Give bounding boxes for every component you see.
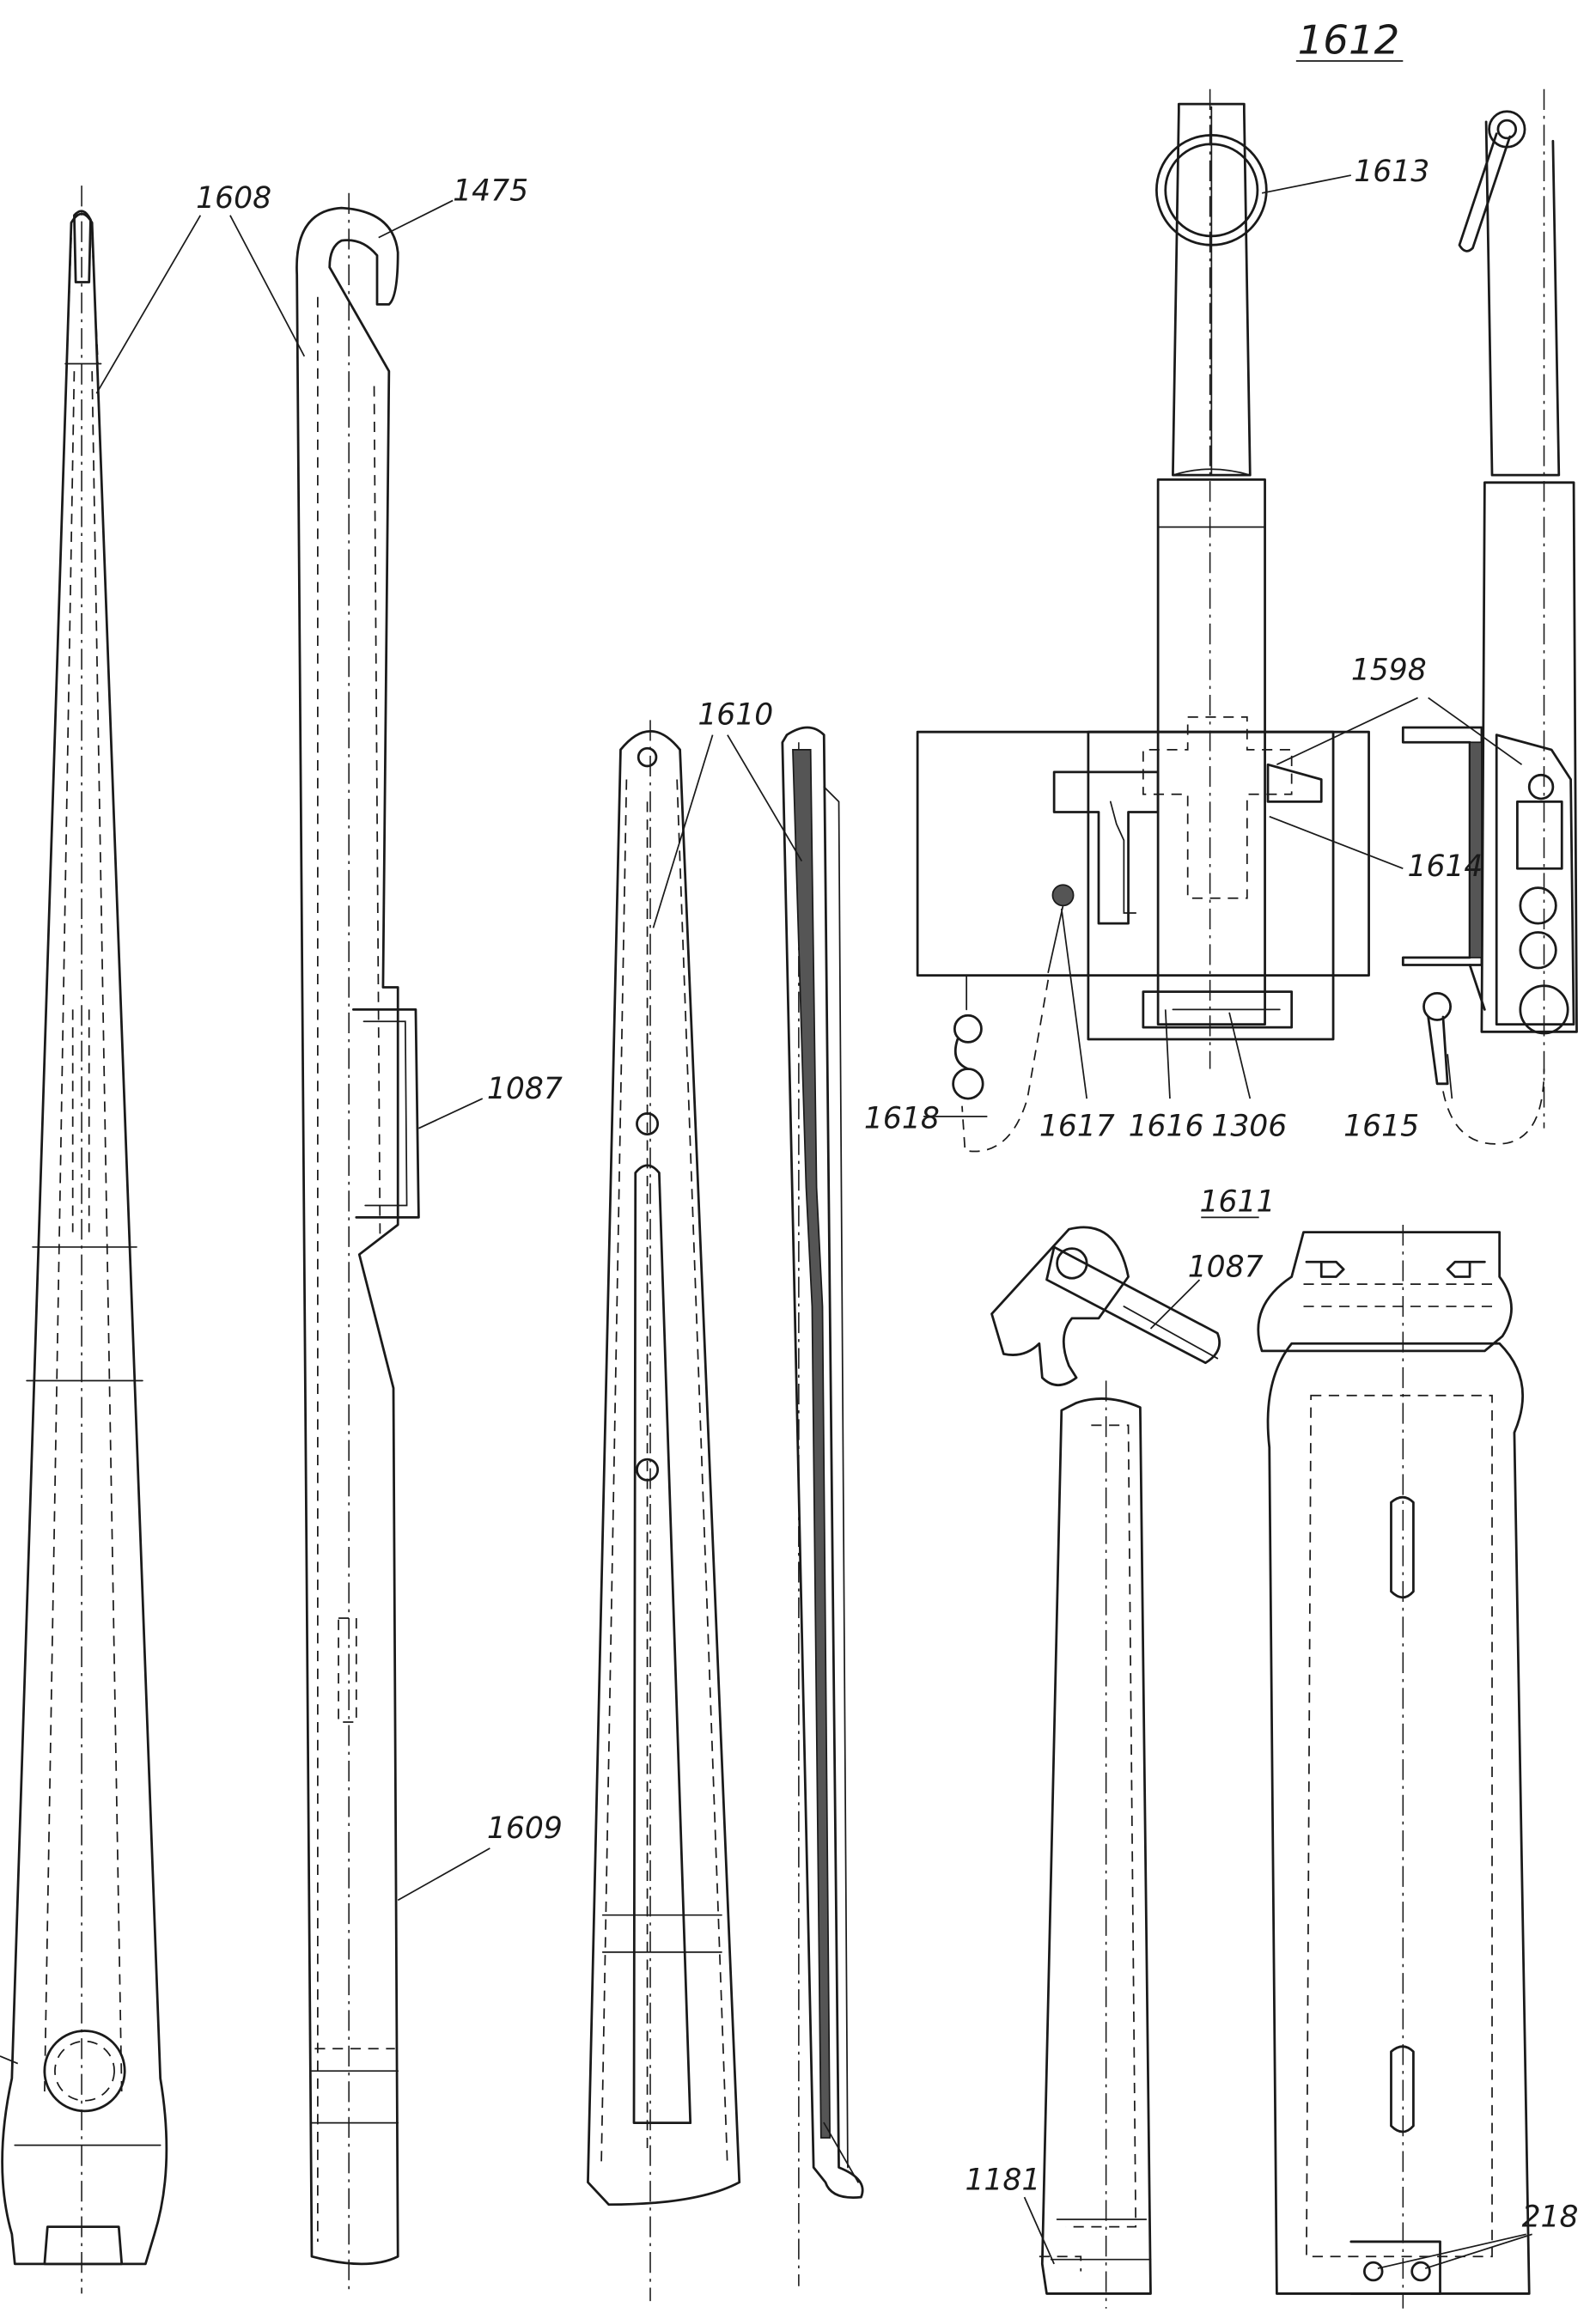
- label-1306: 1306: [1211, 1109, 1287, 1143]
- label-1087-left: 1087: [487, 1072, 563, 1106]
- label-1475: 1475: [453, 173, 528, 208]
- part-1611-strap-plate: [1257, 1225, 1531, 2309]
- part-1611-hook-link: [990, 1226, 1221, 2309]
- part-1610-tapered-plate: [587, 720, 741, 2302]
- label-1181: 1181: [965, 2163, 1040, 2197]
- label-1617: 1617: [1039, 1109, 1115, 1143]
- assembly-1612-front-view: [916, 88, 1370, 1153]
- label-1087-right: 1087: [1188, 1250, 1264, 1284]
- part-1475-hooked-bar: [295, 192, 420, 2294]
- figure-title: 1612: [1298, 17, 1400, 64]
- label-1609: 1609: [487, 1811, 563, 1846]
- label-1613: 1613: [1354, 155, 1429, 189]
- label-1598: 1598: [1351, 654, 1427, 688]
- label-1618: 1618: [864, 1102, 940, 1136]
- label-218: 218: [1522, 2200, 1579, 2235]
- label-1615: 1615: [1343, 1109, 1419, 1143]
- part-1610-side-section: [781, 726, 864, 2286]
- part-labels: 1612 1611 1608 1475 1087 1609 1610 1613 …: [196, 17, 1578, 2234]
- figure-subtitle: 1611: [1200, 1184, 1276, 1219]
- part-1608-tapered-rod: [0, 186, 168, 2294]
- label-1614: 1614: [1407, 849, 1483, 884]
- label-1616: 1616: [1129, 1109, 1204, 1143]
- label-1610: 1610: [697, 698, 773, 733]
- leader-lines: [95, 60, 1532, 2269]
- label-1608: 1608: [196, 181, 271, 216]
- assembly-1612-side-view: [1401, 88, 1578, 1145]
